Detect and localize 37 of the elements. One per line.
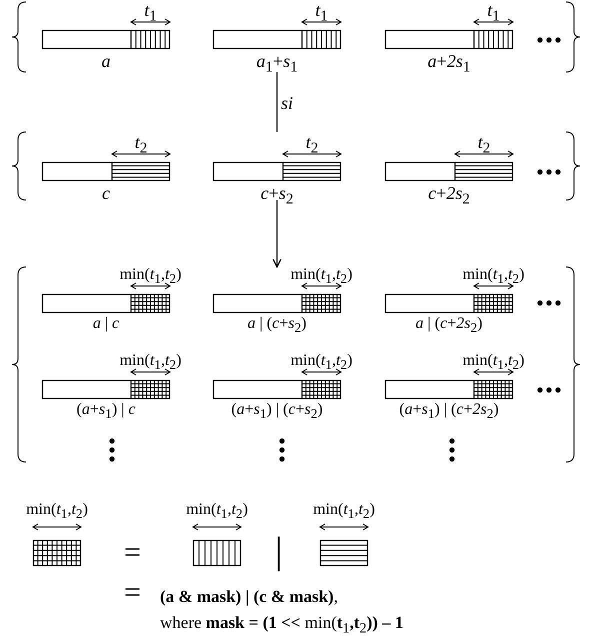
width-label: min(t$_{1}$,t$_{2}$) (462, 267, 524, 286)
formula-text: (a & mask) | (c & mask), (160, 588, 338, 605)
width-label: min(t$_{1}$,t$_{2}$) (313, 502, 375, 521)
value-label: a+2s$_{1}$ (428, 52, 470, 76)
value-label: a | (c+s$_{2}$) (248, 316, 306, 335)
width-label: t$_{1}$ (487, 1, 500, 25)
equals-sign: = (124, 538, 141, 568)
width-label: min(t$_{1}$,t$_{2}$) (186, 502, 248, 521)
connector-line (276, 72, 278, 132)
width-label: t$_{1}$ (144, 1, 157, 25)
width-label: t$_{1}$ (315, 1, 328, 25)
width-label: min(t$_{1}$,t$_{2}$) (120, 353, 182, 372)
brace-group (10, 2, 582, 72)
equals-sign: = (124, 578, 141, 608)
value-label: (a+s$_{1}$) | (c+2s$_{2}$) (399, 402, 499, 421)
width-label: min(t$_{1}$,t$_{2}$) (290, 267, 352, 286)
width-label: min(t$_{1}$,t$_{2}$) (462, 353, 524, 372)
value-label: a (102, 52, 110, 70)
width-label: min(t$_{1}$,t$_{2}$) (26, 502, 88, 521)
brace-group (10, 267, 582, 462)
width-label: t$_{2}$ (306, 133, 318, 157)
edge-label: si (281, 94, 294, 112)
value-label: (a+s$_{1}$) | (c+s$_{2}$) (231, 402, 323, 421)
width-label: t$_{2}$ (478, 133, 490, 157)
formula-text: where mask = (1 << min(t$_{1}$,t$_{2}$)) – 1 (160, 614, 404, 636)
width-label: min(t$_{1}$,t$_{2}$) (120, 267, 182, 286)
value-label: a | c (92, 316, 120, 332)
width-label: min(t$_{1}$,t$_{2}$) (290, 353, 352, 372)
value-label: a | (c+2s$_{2}$) (416, 316, 482, 335)
value-label: c+s$_{2}$ (260, 184, 294, 208)
value-label: c (102, 184, 110, 202)
or-operator: | (275, 532, 283, 570)
value-label: a$_{1}$+s$_{1}$ (256, 52, 298, 76)
arrow (272, 200, 282, 268)
value-label: c+2s$_{2}$ (428, 184, 470, 208)
value-label: (a+s$_{1}$) | c (76, 402, 136, 421)
width-label: t$_{2}$ (134, 133, 148, 157)
